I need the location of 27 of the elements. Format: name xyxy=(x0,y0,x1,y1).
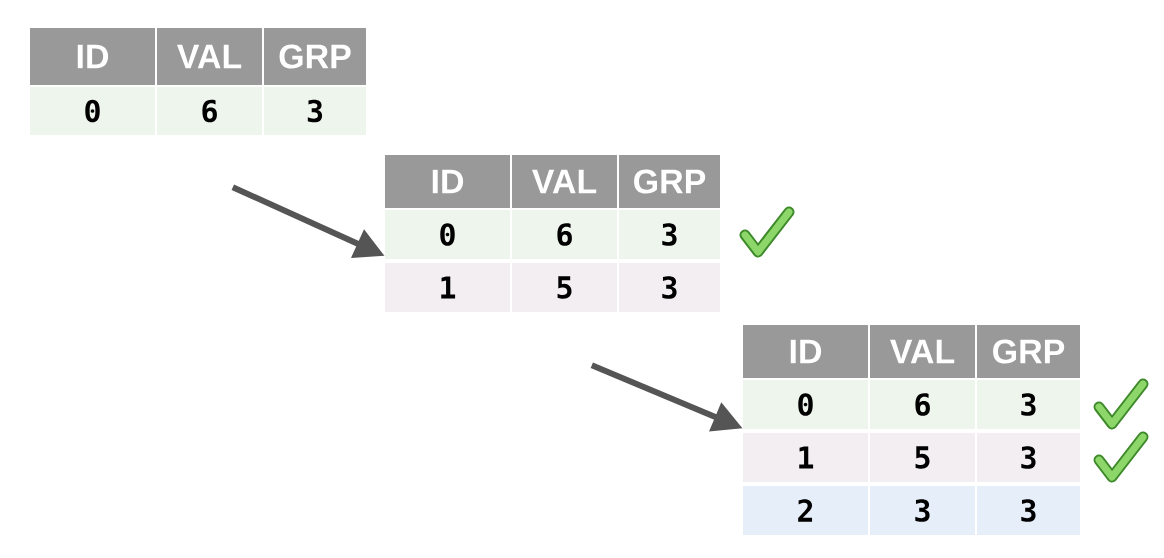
table-cell: 5 xyxy=(870,433,975,482)
header-cell: VAL xyxy=(870,325,975,378)
header-cell: VAL xyxy=(157,28,262,85)
table-cell: 3 xyxy=(264,87,366,135)
table-cell: 3 xyxy=(619,263,720,312)
header-cell: ID xyxy=(743,325,868,378)
table-cell: 6 xyxy=(512,210,617,259)
header-cell: ID xyxy=(385,155,510,208)
table-cell: 5 xyxy=(512,263,617,312)
table-cell: 0 xyxy=(743,380,868,429)
header-cell: VAL xyxy=(512,155,617,208)
header-cell: GRP xyxy=(977,325,1080,378)
table-cell: 6 xyxy=(870,380,975,429)
table-cell: 3 xyxy=(977,380,1080,429)
table-cell: 1 xyxy=(743,433,868,482)
header-cell: ID xyxy=(30,28,155,85)
table-cell: 3 xyxy=(977,486,1080,535)
table-cell: 6 xyxy=(157,87,262,135)
table-cell: 2 xyxy=(743,486,868,535)
header-cell: GRP xyxy=(619,155,720,208)
table-cell: 1 xyxy=(385,263,510,312)
table-cell: 3 xyxy=(619,210,720,259)
table-cell: 3 xyxy=(870,486,975,535)
table-cell: 0 xyxy=(385,210,510,259)
header-cell: GRP xyxy=(264,28,366,85)
table-cell: 0 xyxy=(30,87,155,135)
table-cell: 3 xyxy=(977,433,1080,482)
